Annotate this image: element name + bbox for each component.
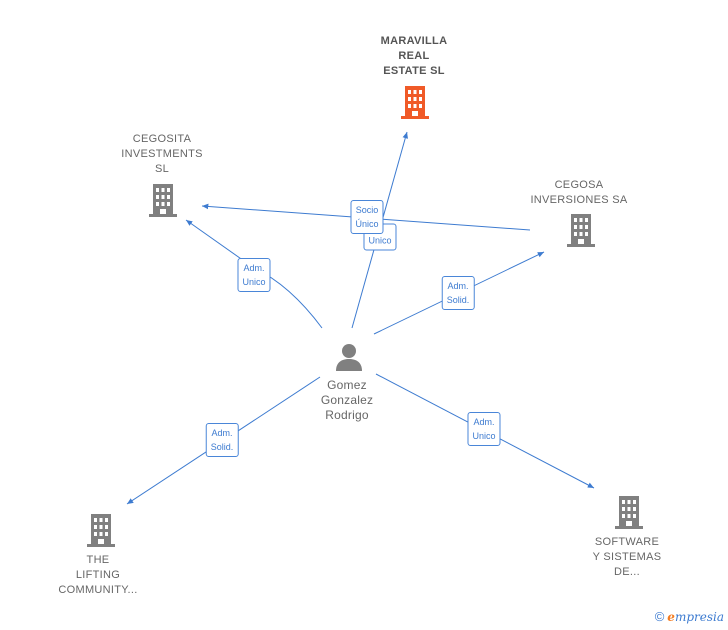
building-icon-cegosita[interactable]: [148, 182, 178, 218]
building-icon-lifting[interactable]: [86, 512, 116, 548]
building-icon-cegosa[interactable]: [566, 212, 596, 248]
copyright-symbol: ©: [654, 609, 665, 624]
company-label-cegosa[interactable]: CEGOSA INVERSIONES SA: [530, 179, 628, 206]
company-label-software[interactable]: SOFTWARE Y SISTEMAS DE...: [592, 536, 662, 578]
brand-footer: ©empresia: [655, 609, 724, 624]
company-label-lifting[interactable]: THE LIFTING COMMUNITY...: [58, 554, 138, 596]
person-label[interactable]: Gomez Gonzalez Rodrigo: [320, 378, 374, 422]
person-icon[interactable]: [334, 342, 364, 372]
relation-label-adm-solid-lifting: Adm. Solid.: [205, 423, 239, 457]
relation-label-adm-unico-software: Adm. Unico: [467, 412, 501, 446]
building-icon-maravilla[interactable]: [400, 84, 430, 120]
brand-name: mpresia: [674, 610, 724, 624]
relation-label-socio-unico: Socio Único: [350, 200, 384, 234]
company-label-cegosita[interactable]: CEGOSITA INVESTMENTS SL: [121, 133, 203, 175]
relation-label-adm-unico-cegosita: Adm. Unico: [237, 258, 271, 292]
company-label-maravilla[interactable]: MARAVILLA REAL ESTATE SL: [380, 35, 448, 77]
relation-label-adm-solid-cegosa: Adm. Solid.: [441, 276, 475, 310]
building-icon-software[interactable]: [614, 494, 644, 530]
brand-logo-e: e: [667, 610, 675, 624]
